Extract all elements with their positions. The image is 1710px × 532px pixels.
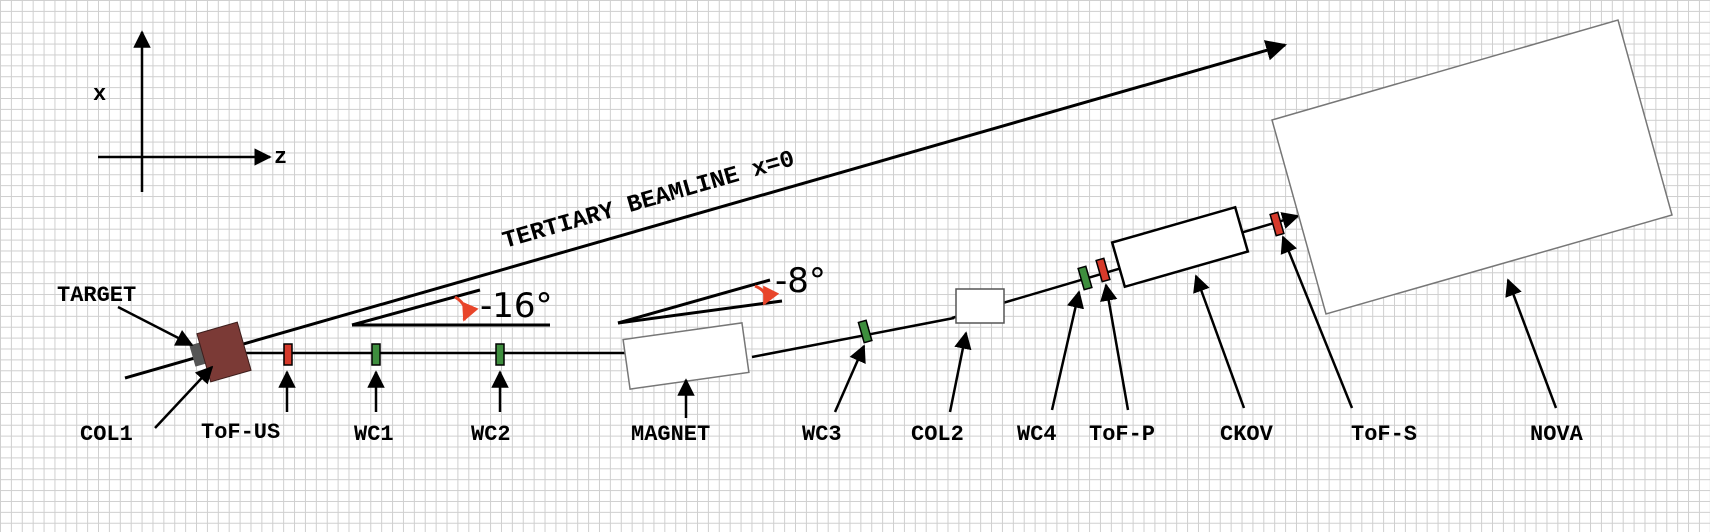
tertiary-beamline-arrow (124, 40, 1288, 380)
tof-s-pointer-arrow (1280, 235, 1354, 409)
wc2-label: WC2 (471, 422, 511, 447)
col1-pointer-arrow (154, 365, 214, 429)
wc4-pointer-arrow (1050, 290, 1085, 411)
wc3-label: WC3 (802, 422, 842, 447)
tof-us-label: ToF-US (201, 420, 280, 445)
col2-box (955, 288, 1005, 324)
nova-label: NOVA (1530, 422, 1584, 447)
target-angle-label: -16° (480, 286, 553, 326)
coordinate-axes: x z (93, 30, 287, 192)
angle-arrow-icon (454, 295, 479, 322)
wc3-pointer-arrow (833, 344, 866, 413)
magnet-angle-upper-line (617, 278, 771, 325)
wc3-detector (857, 319, 873, 344)
tof-s-label: ToF-S (1351, 422, 1417, 447)
magnet-angle-label: -8° (775, 261, 826, 301)
tof-us-detector (283, 343, 293, 366)
magnet-box (622, 322, 750, 390)
target-angle-indicator: -16° (351, 286, 553, 327)
tof-s-detector (1269, 211, 1285, 237)
tof-p-detector (1095, 257, 1111, 283)
angle-arrow-icon (754, 284, 780, 306)
target-label: TARGET (57, 283, 136, 308)
magnet-angle-lower-line (617, 299, 783, 325)
pointer-arrows (117, 235, 1558, 429)
magnet-label: MAGNET (631, 422, 710, 447)
tof-p-label: ToF-P (1089, 422, 1155, 447)
x-axis-label: x (93, 82, 106, 107)
target-pointer-arrow (117, 305, 194, 347)
beam-path-mid (751, 316, 955, 359)
nova-detector-box (1271, 19, 1673, 315)
tof-p-pointer-arrow (1100, 283, 1130, 411)
magnet-angle-indicator: -8° (617, 261, 826, 325)
beamline-title: TERTIARY BEAMLINE x=0 (500, 146, 798, 255)
col2-label: COL2 (911, 422, 964, 447)
component-labels: TARGET COL1 ToF-US WC1 WC2 MAGNET WC3 CO… (57, 283, 1584, 447)
wc1-detector (371, 343, 381, 366)
col2-pointer-arrow (948, 331, 972, 413)
wc1-label: WC1 (354, 422, 394, 447)
ckov-label: CKOV (1220, 422, 1274, 447)
ckov-pointer-arrow (1193, 274, 1246, 409)
wc4-detector (1077, 265, 1093, 291)
z-axis-label: z (274, 145, 287, 170)
nova-pointer-arrow (1505, 278, 1558, 409)
wc2-detector (495, 343, 505, 366)
angle-rotated-line (351, 288, 481, 327)
wc4-label: WC4 (1017, 422, 1057, 447)
col1-label: COL1 (80, 422, 133, 447)
ckov-box (1110, 205, 1250, 289)
